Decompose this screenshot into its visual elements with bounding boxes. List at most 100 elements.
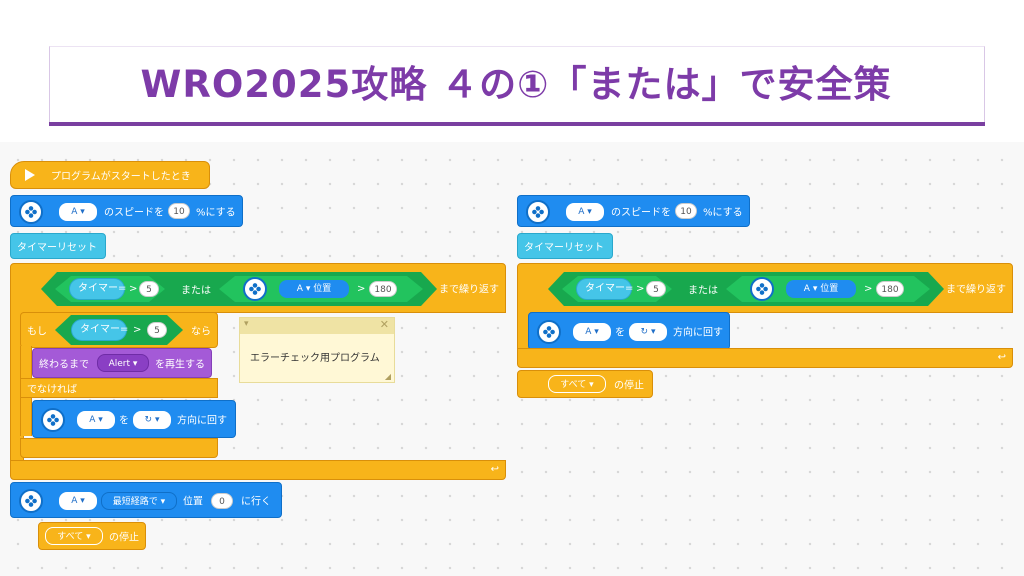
timer-compare[interactable]: タイマー= > 5 [55, 276, 165, 302]
stop-suffix: の停止 [614, 380, 644, 392]
timer-reporter[interactable]: タイマー= [576, 278, 632, 300]
loop-arrow-icon: ↩ [997, 352, 1006, 363]
gt-op: > [129, 283, 138, 295]
direction-label: 方向に回す [673, 327, 723, 339]
motor-port-dropdown[interactable]: A ▾ [77, 411, 115, 429]
motor-icon [750, 277, 774, 301]
motor-icon [243, 277, 267, 301]
speed-suffix: %にする [703, 207, 743, 219]
page-title: WRO2025攻略 ４の①「または」で安全策 [140, 63, 892, 106]
play-sound-until-done-block[interactable]: 終わるまで Alert ▾ を再生する [32, 348, 212, 378]
gt-op: > [636, 283, 645, 295]
speed-value-input[interactable]: 10 [675, 203, 697, 219]
path-mode-dropdown[interactable]: 最短経路で ▾ [101, 492, 177, 510]
turn-motor-block[interactable]: A ▾ を ↻ ▾ 方向に回す [32, 400, 236, 438]
loop-arrow-icon: ↩ [490, 464, 499, 475]
or-label: または [688, 285, 718, 297]
when-program-starts-block[interactable]: プログラムがスタートしたとき [10, 161, 210, 189]
until-label: まで繰り返す [946, 284, 1006, 296]
clockwise-icon: ↻ [144, 415, 153, 425]
motor-port-dropdown[interactable]: A ▾ [573, 323, 611, 341]
direction-dropdown[interactable]: ↻ ▾ [629, 323, 667, 341]
motor-port-dropdown[interactable]: A ▾ [59, 203, 97, 221]
timer-compare[interactable]: タイマー= > 5 [562, 276, 672, 302]
speed-suffix: %にする [196, 207, 236, 219]
stop-all-block[interactable]: すべて ▾ の停止 [517, 370, 653, 398]
clockwise-icon: ↻ [640, 327, 649, 337]
if-threshold-input[interactable]: 5 [147, 322, 167, 338]
position-compare[interactable]: A ▾ 位置 > 180 [726, 276, 930, 302]
comment-header[interactable]: ▾ ✕ [240, 318, 394, 334]
direction-label: 方向に回す [177, 415, 227, 427]
timer-threshold-input[interactable]: 5 [139, 281, 159, 297]
or-label: または [181, 285, 211, 297]
gt-op: > [133, 324, 142, 336]
repeat-bottom: ↩ [10, 460, 506, 480]
timer-reset-block[interactable]: タイマーリセット [10, 233, 106, 259]
motor-position-reporter[interactable]: A ▾ 位置 [786, 280, 856, 298]
position-label: 位置 [183, 496, 203, 508]
title-underline [49, 122, 985, 126]
motor-icon [537, 320, 561, 344]
until-label: まで繰り返す [439, 284, 499, 296]
resize-handle-icon[interactable]: ◢ [384, 372, 391, 381]
hat-label: プログラムがスタートしたとき [51, 171, 191, 183]
position-compare[interactable]: A ▾ 位置 > 180 [219, 276, 423, 302]
wo-label: を [119, 415, 129, 427]
position-threshold-input[interactable]: 180 [369, 281, 397, 297]
timer-reset-block[interactable]: タイマーリセット [517, 233, 613, 259]
speed-prefix: のスピードを [611, 207, 671, 219]
goto-suffix: に行く [241, 496, 271, 508]
else-label: でなければ [27, 384, 77, 396]
title-box [49, 46, 985, 125]
motor-icon [526, 200, 550, 224]
sound-prefix: 終わるまで [39, 359, 89, 371]
close-icon[interactable]: ✕ [379, 318, 389, 331]
motor-port-dropdown[interactable]: A ▾ [59, 492, 97, 510]
or-operator[interactable]: タイマー= > 5 または A ▾ 位置 > 180 [41, 272, 437, 306]
timer-reset-label: タイマーリセット [524, 242, 604, 254]
if-condition[interactable]: タイマー= > 5 [55, 315, 183, 345]
wo-label: を [615, 327, 625, 339]
timer-reporter[interactable]: タイマー= [69, 278, 125, 300]
motor-port-dropdown[interactable]: A ▾ [566, 203, 604, 221]
sound-dropdown[interactable]: Alert ▾ [97, 354, 149, 372]
gt-op: > [864, 283, 873, 295]
play-icon [25, 169, 35, 181]
timer-reset-label: タイマーリセット [17, 242, 97, 254]
position-target-input[interactable]: 0 [211, 493, 233, 509]
position-threshold-input[interactable]: 180 [876, 281, 904, 297]
go-to-position-block[interactable]: A ▾ 最短経路で ▾ 位置 0 に行く [10, 482, 282, 518]
turn-motor-block[interactable]: A ▾ を ↻ ▾ 方向に回す [528, 312, 730, 350]
code-canvas[interactable]: プログラムがスタートしたとき A ▾ のスピードを 10 %にする タイマーリセ… [0, 142, 1024, 576]
stop-all-block[interactable]: すべて ▾ の停止 [38, 522, 146, 550]
if-else-bottom [20, 438, 218, 458]
comment-note[interactable]: ▾ ✕ エラーチェック用プログラム ◢ [239, 317, 395, 383]
motor-icon [19, 200, 43, 224]
then-label: なら [191, 326, 211, 338]
timer-threshold-input[interactable]: 5 [646, 281, 666, 297]
motor-position-reporter[interactable]: A ▾ 位置 [279, 280, 349, 298]
stop-dropdown[interactable]: すべて ▾ [548, 375, 606, 393]
comment-text[interactable]: エラーチェック用プログラム [250, 353, 380, 364]
stop-dropdown[interactable]: すべて ▾ [45, 527, 103, 545]
or-operator[interactable]: タイマー= > 5 または A ▾ 位置 > 180 [548, 272, 944, 306]
repeat-bottom: ↩ [517, 348, 1013, 368]
speed-value-input[interactable]: 10 [168, 203, 190, 219]
repeat-until-block[interactable]: タイマー= > 5 または A ▾ 位置 > 180 まで繰り返す [10, 263, 506, 313]
direction-dropdown[interactable]: ↻ ▾ [133, 411, 171, 429]
if-label: もし [27, 326, 47, 338]
set-speed-block[interactable]: A ▾ のスピードを 10 %にする [517, 195, 750, 227]
collapse-icon[interactable]: ▾ [244, 319, 249, 329]
else-section: でなければ [20, 378, 218, 398]
set-speed-block[interactable]: A ▾ のスピードを 10 %にする [10, 195, 243, 227]
motor-icon [41, 408, 65, 432]
gt-op: > [357, 283, 366, 295]
repeat-until-block[interactable]: タイマー= > 5 または A ▾ 位置 > 180 まで繰り返す [517, 263, 1013, 313]
sound-suffix: を再生する [155, 359, 205, 371]
motor-icon [19, 489, 43, 513]
speed-prefix: のスピードを [104, 207, 164, 219]
timer-reporter[interactable]: タイマー= [71, 319, 127, 341]
if-else-block[interactable]: もし タイマー= > 5 なら [20, 312, 218, 348]
stop-suffix: の停止 [109, 532, 139, 544]
